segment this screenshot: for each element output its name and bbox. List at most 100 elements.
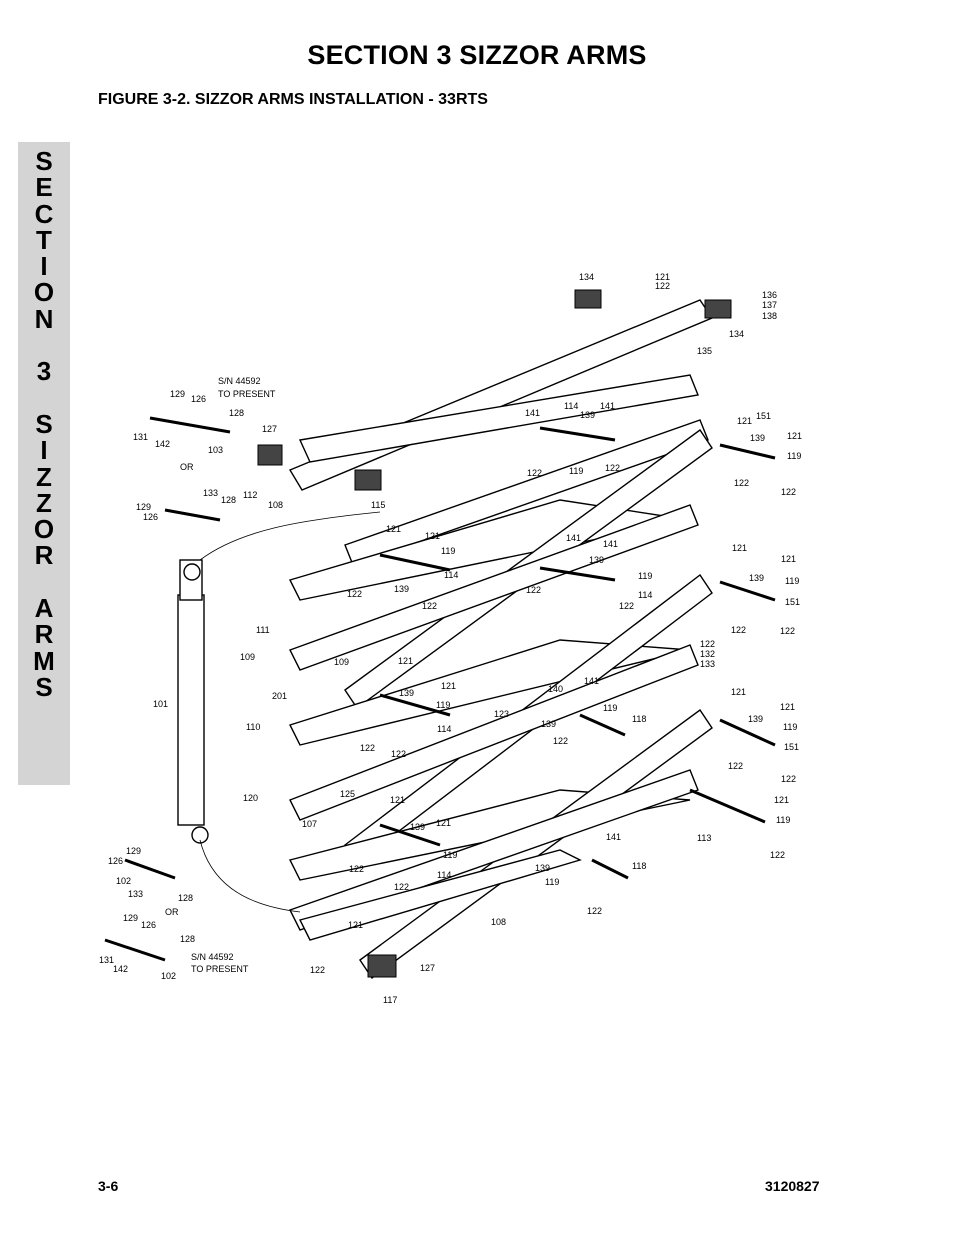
callout-label: 121 — [774, 795, 789, 805]
callout-label: 121 — [441, 681, 456, 691]
callout-label: 113 — [697, 833, 711, 843]
tab-letter: S — [35, 146, 53, 176]
callout-label: 114 — [638, 590, 652, 600]
callout-label: 118 — [632, 714, 646, 724]
callout-label: 108 — [491, 917, 506, 927]
callout-label: 119 — [443, 850, 457, 860]
callout-label: 127 — [420, 963, 435, 973]
tab-letter: M — [33, 645, 55, 676]
tab-letter: C — [34, 198, 54, 229]
tab-letter: I — [40, 435, 48, 466]
callout-label: 139 — [535, 863, 550, 873]
callout-label: 134 — [729, 329, 744, 339]
callout-label: 111 — [256, 625, 270, 635]
callout-label: 126 — [191, 394, 206, 404]
section-side-tab: S E C T I O N 3 S I Z Z O R A R M S — [18, 142, 70, 785]
page-number: 3-6 — [98, 1178, 119, 1194]
callout-label: 121 — [398, 656, 413, 666]
tab-letter: I — [40, 251, 48, 282]
callout-label: 119 — [787, 451, 801, 461]
callout-label: 122 — [310, 965, 325, 975]
callout-label: 135 — [697, 346, 712, 356]
callout-label: 137 — [762, 300, 777, 310]
callout-label: 139 — [749, 573, 764, 583]
callout-label: 127 — [262, 424, 277, 434]
tab-letter: 3 — [36, 356, 52, 387]
tab-letter: Z — [36, 461, 52, 492]
callout-label: 129 — [136, 502, 151, 512]
callout-label: 120 — [243, 793, 258, 803]
callout-label: 122 — [655, 281, 670, 291]
callout-label: 133 — [203, 488, 218, 498]
callout-label: 122 — [700, 639, 715, 649]
callout-label: 103 — [208, 445, 223, 455]
callout-label: 133 — [700, 659, 715, 669]
callout-label: 139 — [750, 433, 765, 443]
callout-label: 102 — [116, 876, 131, 886]
callout-label: 122 — [728, 761, 743, 771]
or-note: OR — [180, 462, 194, 472]
serial-note: TO PRESENT — [191, 964, 249, 974]
callout-label: 122 — [781, 487, 796, 497]
tab-letter: S — [35, 408, 53, 439]
callout-label: 117 — [383, 995, 397, 1005]
callout-label: 141 — [603, 539, 618, 549]
callout-label: 139 — [541, 719, 556, 729]
tab-letter: A — [34, 593, 54, 624]
callout-label: 121 — [390, 795, 405, 805]
callout-label: 128 — [180, 934, 195, 944]
callout-label: 122 — [781, 774, 796, 784]
tab-letter: R — [34, 540, 54, 571]
tab-letter: Z — [36, 487, 52, 518]
callout-label: 118 — [632, 861, 646, 871]
serial-note: S/N 44592 — [218, 376, 261, 386]
callout-label: 139 — [399, 688, 414, 698]
callout-label: 119 — [441, 546, 455, 556]
callout-label: 139 — [394, 584, 409, 594]
callout-label: 121 — [787, 431, 802, 441]
callout-label: 139 — [748, 714, 763, 724]
callout-label: 109 — [240, 652, 255, 662]
callout-label: 114 — [444, 570, 458, 580]
callout-label: 101 — [153, 699, 168, 709]
callout-label: 107 — [302, 819, 317, 829]
callout-label: 151 — [756, 411, 771, 421]
callout-label: 121 — [732, 543, 747, 553]
callout-label: 108 — [268, 500, 283, 510]
callout-label: 129 — [170, 389, 185, 399]
callout-label: 123 — [494, 709, 509, 719]
callout-label: 122 — [780, 626, 795, 636]
callout-label: 142 — [155, 439, 170, 449]
serial-note: TO PRESENT — [218, 389, 276, 399]
tab-letter: T — [36, 224, 52, 255]
callout-label: 128 — [178, 893, 193, 903]
callout-label: 121 — [737, 416, 752, 426]
callout-label: 119 — [545, 877, 559, 887]
callout-label: 151 — [785, 597, 800, 607]
tab-letter: E — [35, 172, 53, 203]
callout-label: 139 — [410, 822, 425, 832]
callout-label: 119 — [569, 466, 583, 476]
callout-label: 121 — [348, 920, 363, 930]
callout-label: 141 — [525, 408, 540, 418]
callout-label: 102 — [161, 971, 176, 981]
callout-label: 122 — [619, 601, 634, 611]
tab-letter: O — [33, 514, 55, 545]
callout-label: 129 — [123, 913, 138, 923]
tab-letter: R — [34, 619, 54, 650]
callout-label: 141 — [566, 533, 581, 543]
callout-label: 133 — [128, 889, 143, 899]
callout-label: 126 — [108, 856, 123, 866]
callout-label: 114 — [564, 401, 578, 411]
callout-label: 119 — [785, 576, 799, 586]
document-number: 3120827 — [765, 1178, 820, 1194]
callout-label: 139 — [580, 410, 595, 420]
callout-label: 119 — [638, 571, 652, 581]
callout-label: 132 — [700, 649, 715, 659]
or-note: OR — [165, 907, 179, 917]
callout-label: 121 — [386, 524, 401, 534]
arm-structure — [104, 289, 776, 979]
callout-label: 122 — [347, 589, 362, 599]
callout-label: 141 — [584, 676, 599, 686]
